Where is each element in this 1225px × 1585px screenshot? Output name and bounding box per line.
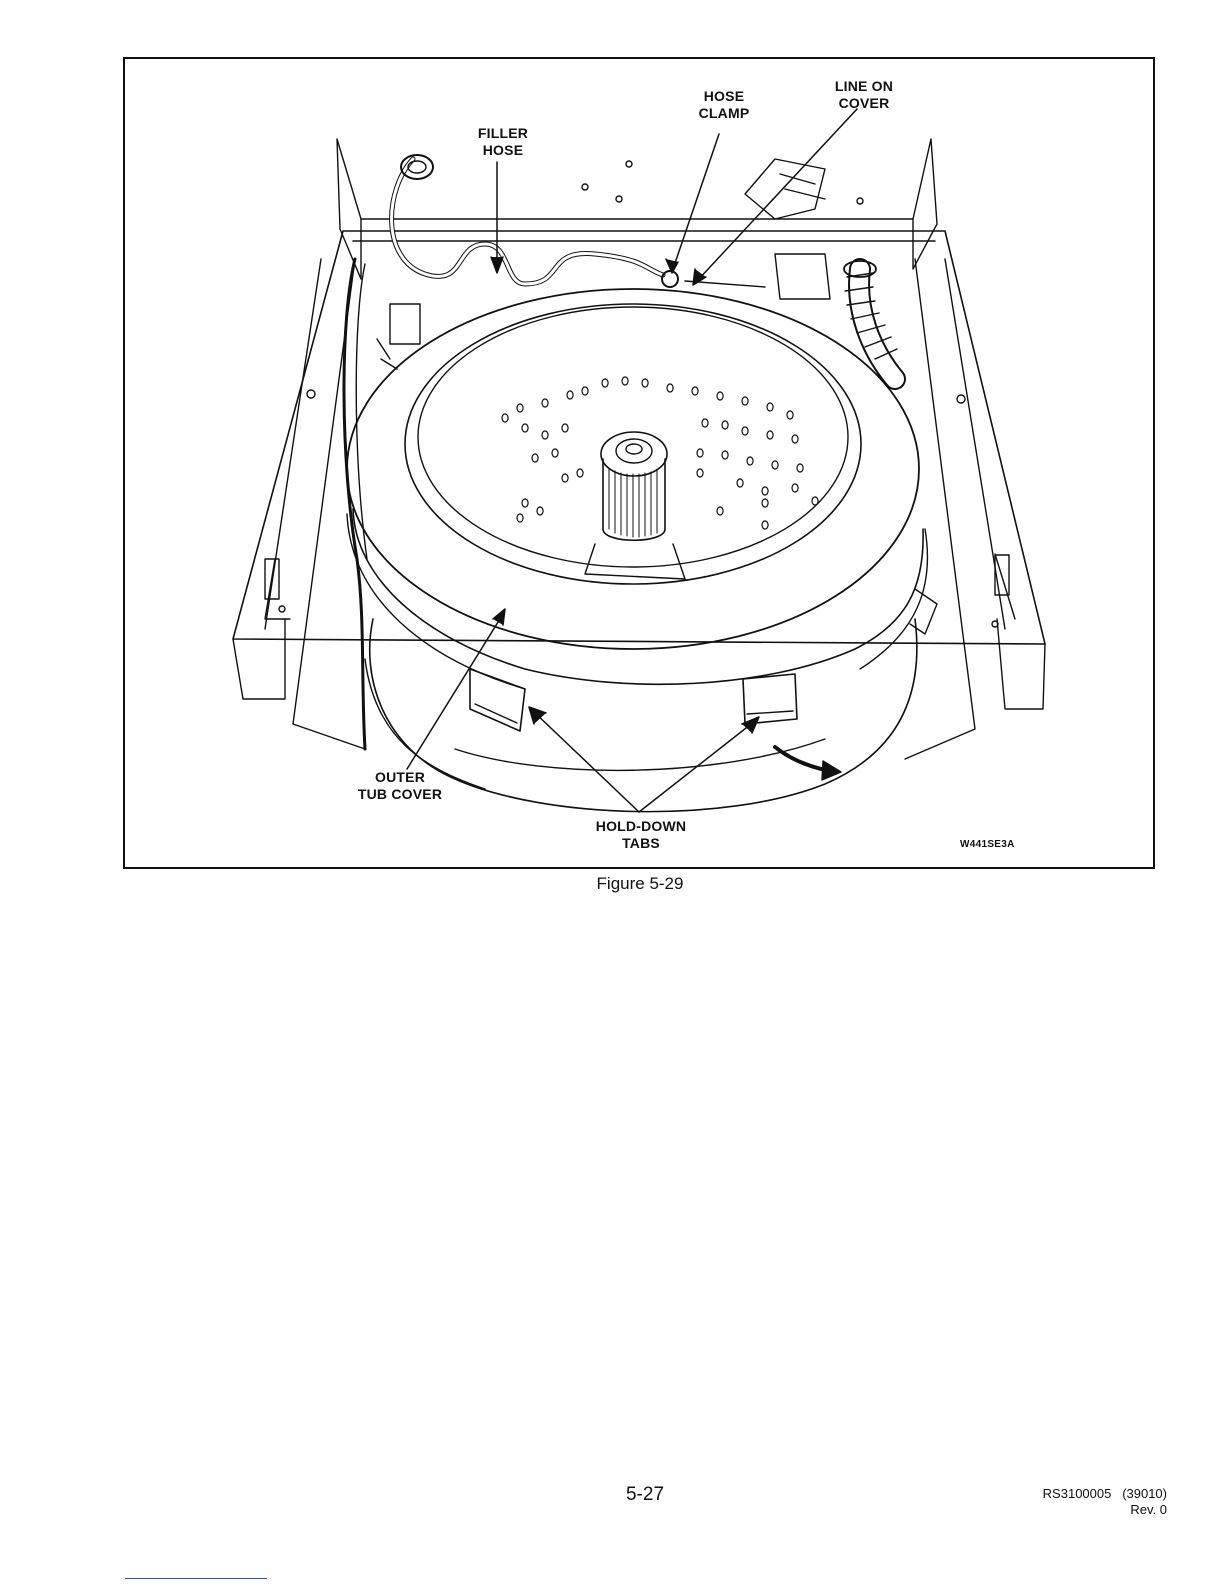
document-identifier: RS3100005 (39010) Rev. 0 (1043, 1486, 1167, 1518)
doc-number: RS3100005 (1043, 1486, 1112, 1501)
callout-outer-tub-cover: OUTER TUB COVER (345, 769, 455, 803)
callout-line-on-cover: LINE ON COVER (819, 78, 909, 112)
callout-filler-hose: FILLER HOSE (463, 125, 543, 159)
callout-hose-clamp: HOSE CLAMP (681, 88, 767, 122)
figure-caption: Figure 5-29 (540, 874, 740, 894)
revision: Rev. 0 (1043, 1502, 1167, 1518)
doc-number-line: RS3100005 (39010) (1043, 1486, 1167, 1502)
drawing-id: W441SE3A (960, 839, 1015, 850)
page-number: 5-27 (570, 1484, 720, 1506)
doc-code: (39010) (1122, 1486, 1167, 1501)
callout-hold-down-tabs: HOLD-DOWN TABS (581, 818, 701, 852)
figure-frame: FILLER HOSE HOSE CLAMP LINE ON COVER OUT… (123, 57, 1155, 869)
bottom-rule (125, 1578, 267, 1579)
washer-illustration (125, 59, 1153, 867)
